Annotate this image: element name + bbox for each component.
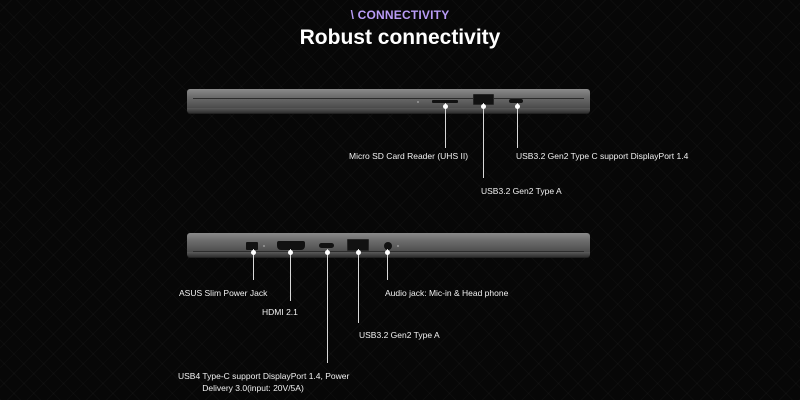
callout-micro-sd: Micro SD Card Reader (UHS II) — [349, 151, 469, 161]
leader-line-micro-sd — [445, 103, 446, 148]
callout-usb4-line2: Delivery 3.0(input: 20V/5A) — [202, 383, 304, 393]
callout-hdmi: HDMI 2.1 — [262, 307, 298, 317]
leader-line-power — [253, 249, 254, 280]
leader-dot-power — [251, 250, 256, 255]
indicator-led — [417, 101, 419, 103]
page-title: Robust connectivity — [299, 26, 501, 49]
micro-sd-slot — [432, 100, 458, 103]
callout-audio: Audio jack: Mic-in & Head phone — [385, 288, 509, 298]
leader-line-usb-a-left — [358, 249, 359, 323]
leader-dot-audio — [385, 250, 390, 255]
leader-dot-usb-a-left — [356, 250, 361, 255]
leader-dot-usb4 — [325, 250, 330, 255]
power-jack-port — [246, 242, 258, 250]
callout-power: ASUS Slim Power Jack — [179, 288, 268, 298]
hdmi-port — [277, 241, 305, 250]
leader-line-audio — [387, 249, 388, 280]
leader-dot-micro-sd — [443, 104, 448, 109]
callout-usb-a-left: USB3.2 Gen2 Type A — [359, 330, 440, 340]
callout-usb-c-top: USB3.2 Gen2 Type C support DisplayPort 1… — [516, 151, 689, 161]
indicator-led — [263, 245, 265, 247]
laptop-right-side-view — [187, 89, 590, 113]
leader-dot-usb-a-top — [481, 104, 486, 109]
callout-usb4: USB4 Type-C support DisplayPort 1.4, Pow… — [178, 370, 350, 394]
callout-usb4-line1: USB4 Type-C support DisplayPort 1.4, Pow… — [178, 371, 350, 381]
leader-line-usb-a-top — [483, 103, 484, 178]
section-kicker: \ CONNECTIVITY — [350, 8, 450, 22]
usb4-port — [319, 243, 334, 248]
audio-jack-port — [384, 242, 392, 250]
leader-line-usb-c-top — [517, 103, 518, 148]
leader-dot-hdmi — [288, 250, 293, 255]
leader-dot-usb-c-top — [515, 104, 520, 109]
leader-line-usb4 — [327, 249, 328, 363]
callout-usb-a-top: USB3.2 Gen2 Type A — [481, 186, 562, 196]
usb-c-port — [509, 99, 523, 103]
indicator-led — [397, 245, 399, 247]
leader-line-hdmi — [290, 249, 291, 301]
